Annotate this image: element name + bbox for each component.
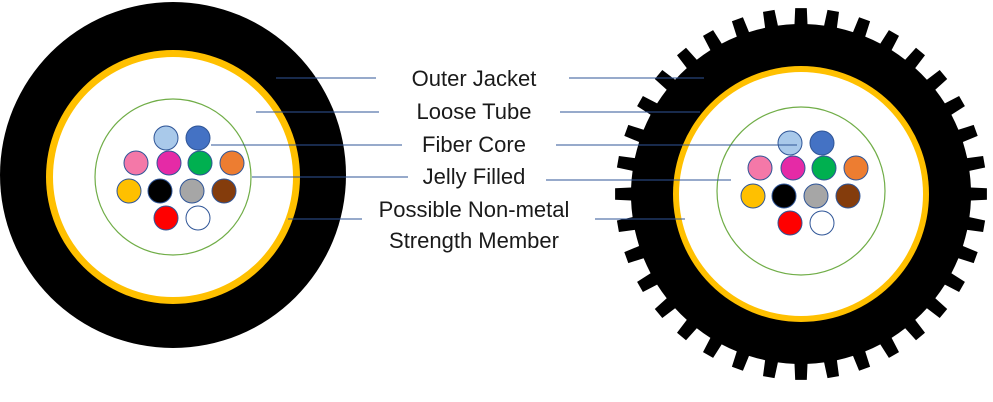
fiber-blue <box>809 130 835 156</box>
fiber-white <box>809 210 835 236</box>
fiber-white <box>185 205 211 231</box>
fiber-green <box>187 150 213 176</box>
label-jelly-filled: Jelly Filled <box>423 164 526 189</box>
fiber-brown <box>835 183 861 209</box>
leader-lines <box>211 77 797 220</box>
inner-fill <box>679 72 923 316</box>
fiber-pink <box>123 150 149 176</box>
fiber-brown <box>211 178 237 204</box>
fiber-light-blue <box>777 130 803 156</box>
fiber-yellow <box>740 183 766 209</box>
cable-round <box>0 2 346 348</box>
fiber-blue <box>185 125 211 151</box>
fiber-bundle <box>740 130 869 236</box>
fiber-light-blue <box>153 125 179 151</box>
label-loose-tube: Loose Tube <box>417 99 532 124</box>
label-outer-jacket: Outer Jacket <box>412 66 537 91</box>
cable-corrugated <box>615 8 987 380</box>
fiber-pink <box>747 155 773 181</box>
fiber-red <box>153 205 179 231</box>
fiber-orange <box>843 155 869 181</box>
fiber-orange <box>219 150 245 176</box>
fiber-green <box>811 155 837 181</box>
fiber-black <box>147 178 173 204</box>
loose-tube <box>716 106 886 276</box>
fiber-bundle <box>116 125 245 231</box>
label-strength-member-line1: Possible Non-metal <box>379 197 570 222</box>
inner-fill <box>53 57 293 297</box>
fiber-yellow <box>116 178 142 204</box>
fiber-magenta <box>156 150 182 176</box>
fiber-red <box>777 210 803 236</box>
label-strength-member-line2: Strength Member <box>389 228 559 253</box>
label-fiber-core: Fiber Core <box>422 132 526 157</box>
loose-tube <box>94 98 252 256</box>
fiber-grey <box>803 183 829 209</box>
fiber-black <box>771 183 797 209</box>
fiber-grey <box>179 178 205 204</box>
labels: Outer Jacket Loose Tube Fiber Core Jelly… <box>379 66 570 253</box>
fiber-magenta <box>780 155 806 181</box>
